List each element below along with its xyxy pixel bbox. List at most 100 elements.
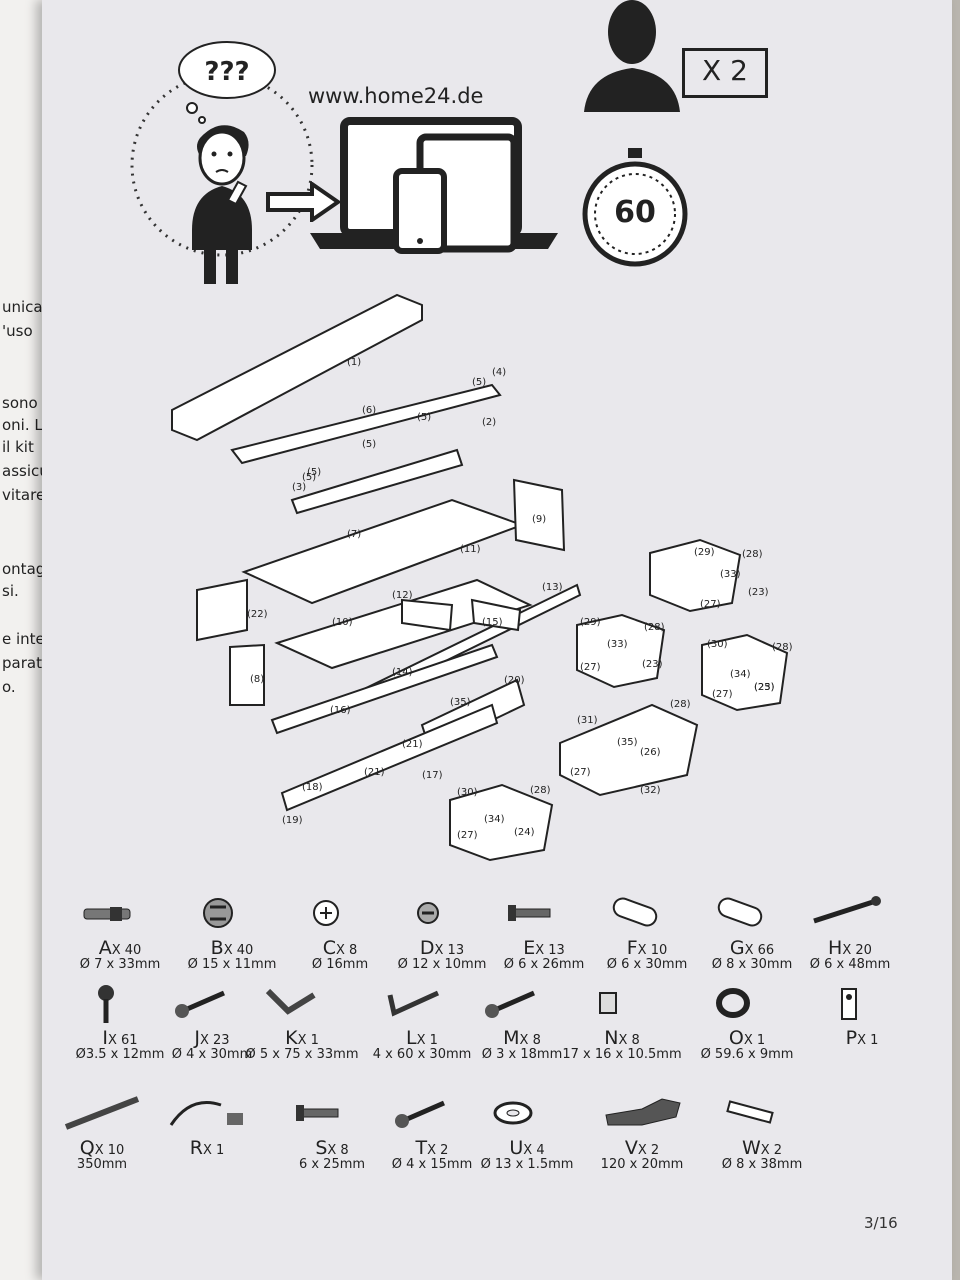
part-letter: D <box>419 937 435 959</box>
part-quantity: X 20 <box>842 943 872 958</box>
part-quantity: X 8 <box>335 943 358 958</box>
question-marks: ??? <box>204 57 249 87</box>
short-screw-icon <box>98 985 114 1023</box>
part-letter: P <box>845 1027 858 1049</box>
diagram-part-label: (28) <box>772 642 793 653</box>
part-letter: G <box>729 937 745 959</box>
rail-icon <box>64 1096 140 1130</box>
diagram-part-label: (30) <box>707 639 728 650</box>
diagram-part-label: (27) <box>570 767 591 778</box>
diagram-part-label: (27) <box>457 830 478 841</box>
diagram-part-label: (17) <box>422 770 443 781</box>
text-fragment: oni. L <box>2 416 43 434</box>
person-silhouette-icon <box>584 0 680 112</box>
diagram-part-label: (7) <box>347 529 361 540</box>
part-dimension: Ø 15 x 11mm <box>187 957 277 972</box>
text-fragment: unica <box>2 298 43 316</box>
part-quantity: X 13 <box>535 943 565 958</box>
strap-icon <box>605 1098 681 1126</box>
diagram-part-label: (32) <box>640 785 661 796</box>
page-number: 3/16 <box>864 1214 898 1232</box>
screw-icon <box>485 990 535 1018</box>
part-label: UX 4 <box>467 1137 587 1159</box>
part-letter: Q <box>79 1137 95 1159</box>
part-quantity: X 8 <box>519 1033 541 1048</box>
part-label: AX 40 <box>60 937 180 959</box>
allen-key-icon <box>387 990 440 1017</box>
bolt-icon <box>508 905 551 921</box>
persons-required-badge: X 2 <box>682 48 768 98</box>
part-label: OX 1 <box>687 1027 807 1049</box>
part-label: CX 8 <box>280 937 400 959</box>
washer-icon <box>493 1101 533 1125</box>
small-cam-icon <box>417 902 439 924</box>
part-label: BX 40 <box>172 937 292 959</box>
part-quantity: X 1 <box>743 1033 766 1048</box>
bracket-icon <box>599 992 617 1014</box>
part-letter: V <box>624 1137 638 1159</box>
diagram-part-label: (27) <box>700 599 721 610</box>
diagram-part-label: (5) <box>417 412 431 423</box>
wood-dowel-icon <box>612 897 658 927</box>
part-dimension: Ø 12 x 10mm <box>397 957 487 972</box>
part-label: VX 2 <box>582 1137 702 1159</box>
part-letter: A <box>98 937 112 959</box>
part-dimension: Ø 5 x 75 x 33mm <box>245 1047 359 1062</box>
stopwatch-icon <box>582 148 688 267</box>
diagram-part-label: (28) <box>644 622 665 633</box>
part-letter: U <box>509 1137 524 1159</box>
screw-icon <box>175 990 225 1018</box>
part-label: RX 1 <box>147 1137 267 1159</box>
part-letter: F <box>626 937 638 959</box>
diagram-part-label: (23) <box>754 682 775 693</box>
diagram-part-label: (35) <box>450 697 471 708</box>
text-fragment: si. <box>2 582 19 600</box>
part-dimension: Ø 59.6 x 9mm <box>700 1047 794 1062</box>
text-fragment: sono <box>2 394 38 412</box>
part-quantity: X 1 <box>202 1143 225 1158</box>
website-url: www.home24.de <box>308 84 484 108</box>
diagram-part-label: (28) <box>670 699 691 710</box>
diagram-part-label: (13) <box>542 582 563 593</box>
part-dimension: Ø 6 x 30mm <box>606 957 688 972</box>
diagram-part-label: (28) <box>742 549 763 560</box>
anti-tip-kit-icon <box>169 1101 243 1126</box>
diagram-part-label: (8) <box>250 674 264 685</box>
text-fragment: il kit <box>2 438 34 456</box>
part-label: JX 23 <box>152 1027 272 1049</box>
part-label: TX 2 <box>372 1137 492 1159</box>
part-dimension: 4 x 60 x 30mm <box>372 1047 472 1062</box>
part-quantity: X 4 <box>523 1143 545 1158</box>
part-quantity: X 1 <box>857 1033 879 1048</box>
part-quantity: X 10 <box>94 1143 125 1158</box>
part-label: FX 10 <box>587 937 707 959</box>
part-dimension: Ø 3 x 18mm <box>481 1047 563 1062</box>
diagram-part-label: (10) <box>332 617 353 628</box>
part-dimension: 6 x 25mm <box>298 1157 366 1172</box>
diagram-part-label: (5) <box>472 377 486 388</box>
part-dimension: 120 x 20mm <box>600 1157 684 1172</box>
diagram-part-label: (29) <box>580 617 601 628</box>
diagram-part-label: (33) <box>720 569 741 580</box>
text-fragment: o. <box>2 678 16 696</box>
part-letter: L <box>406 1027 417 1049</box>
diagram-part-label: (22) <box>247 609 268 620</box>
part-dimension: Ø 6 x 26mm <box>503 957 585 972</box>
dowel-screw-icon <box>83 907 131 921</box>
diagram-part-label: (15) <box>482 617 503 628</box>
part-letter: W <box>741 1137 761 1159</box>
text-fragment: assicu <box>2 462 49 480</box>
assembly-diagram: (1)(2)(3)(4)(5)(5)(5)(5)(5)(6)(7)(8)(9)(… <box>171 293 793 862</box>
part-letter: R <box>189 1137 203 1159</box>
